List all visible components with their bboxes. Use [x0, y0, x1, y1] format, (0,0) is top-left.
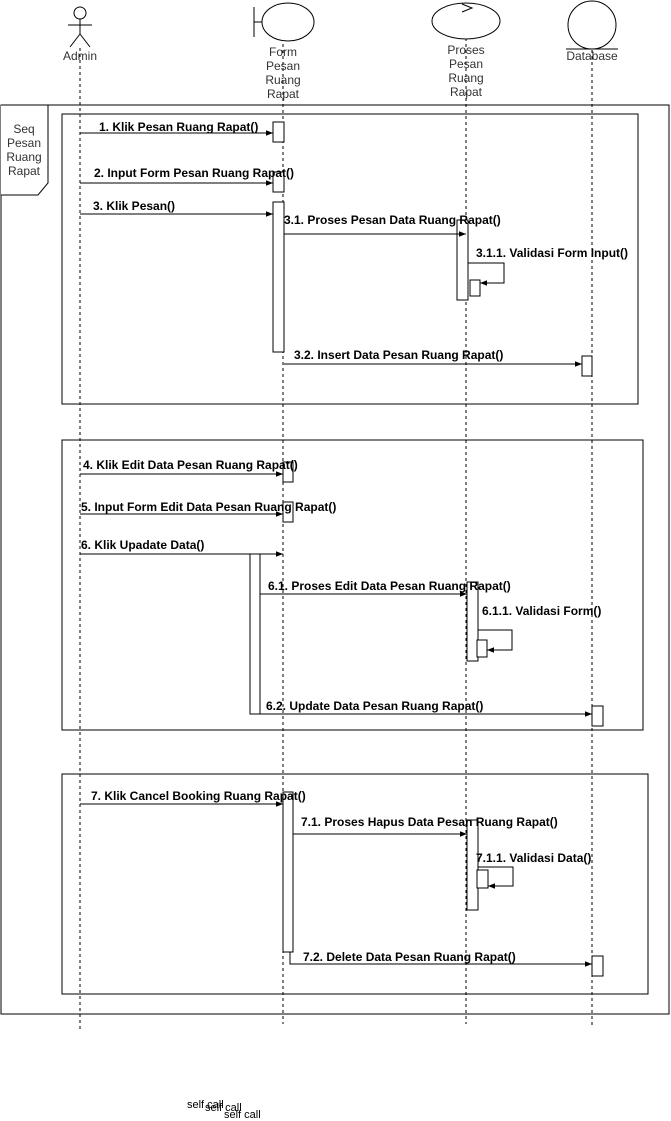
form-label-line-2: Pesan — [266, 59, 300, 73]
self-call-note-1: self call — [187, 1099, 224, 1111]
activation-form-4 — [282, 461, 294, 483]
proses-label-line-3: Ruang — [448, 71, 483, 85]
message-m1: 1. Klik Pesan Ruang Rapat() — [99, 120, 258, 134]
group-box-pesan — [61, 113, 639, 405]
message-m4: 4. Klik Edit Data Pesan Ruang Rapat() — [83, 458, 298, 472]
message-m32: 3.2. Insert Data Pesan Ruang Rapat() — [294, 348, 503, 362]
message-m31: 3.1. Proses Pesan Data Ruang Rapat() — [284, 213, 501, 227]
activation-form-6 — [249, 553, 261, 715]
frame-label-line-2: Pesan — [7, 136, 41, 150]
control-icon — [431, 2, 501, 40]
self-call-note-2: self call — [205, 1102, 242, 1114]
form-label-line-4: Rapat — [267, 87, 300, 101]
activation-proses-2 — [466, 581, 479, 662]
activation-form-7 — [282, 791, 294, 953]
message-m62: 6.2. Update Data Pesan Ruang Rapat() — [266, 699, 483, 713]
group-box-cancel — [61, 773, 649, 995]
arrow-m611 — [478, 629, 513, 653]
activation-proses-3 — [466, 819, 479, 911]
database-label: Database — [566, 49, 618, 63]
frame-label-line-4: Rapat — [8, 164, 41, 178]
activation-form-3 — [272, 201, 285, 353]
activation-form-5 — [282, 501, 294, 523]
activation-database-3 — [591, 955, 604, 977]
activation-proses-1 — [456, 219, 469, 301]
outer-frame: Seq Pesan Ruang Rapat — [0, 104, 670, 1015]
arrow-m311 — [468, 262, 505, 286]
proses-label-line-2: Pesan — [449, 57, 483, 71]
proses-label-line-4: Rapat — [450, 85, 483, 99]
form-label-line-1: Form — [269, 45, 297, 59]
activation-proses-self-1 — [469, 279, 481, 297]
activation-form-1 — [272, 121, 285, 143]
message-m61: 6.1. Proses Edit Data Pesan Ruang Rapat(… — [268, 579, 511, 593]
frame-label-line-1: Seq — [13, 122, 34, 136]
self-call-note-3: self call — [224, 1109, 261, 1121]
message-m711: 7.1.1. Validasi Data() — [476, 851, 591, 865]
message-m611: 6.1.1. Validasi Form() — [482, 604, 601, 618]
arrow-m72 — [289, 952, 592, 967]
message-m6: 6. Klik Upadate Data() — [81, 538, 204, 552]
message-m71: 7.1. Proses Hapus Data Pesan Ruang Rapat… — [301, 815, 558, 829]
message-m5: 5. Input Form Edit Data Pesan Ruang Rapa… — [81, 500, 336, 514]
admin-actor-icon — [68, 6, 92, 48]
activation-proses-self-3 — [476, 869, 489, 889]
group-box-edit — [61, 439, 644, 731]
message-m72: 7.2. Delete Data Pesan Ruang Rapat() — [303, 950, 516, 964]
message-m7: 7. Klik Cancel Booking Ruang Rapat() — [91, 789, 306, 803]
frame-label-line-3: Ruang — [6, 150, 41, 164]
activation-proses-self-2 — [476, 639, 488, 658]
activation-database-2 — [591, 705, 604, 727]
activation-database-1 — [581, 355, 593, 377]
proses-label-line-1: Proses — [447, 43, 484, 57]
admin-label: Admin — [63, 49, 97, 63]
form-label-line-3: Ruang — [265, 73, 300, 87]
message-m311: 3.1.1. Validasi Form Input() — [476, 246, 628, 260]
message-m3: 3. Klik Pesan() — [93, 199, 175, 213]
activation-form-2 — [272, 171, 285, 193]
entity-icon — [566, 0, 618, 50]
boundary-icon — [253, 2, 315, 42]
message-m2: 2. Input Form Pesan Ruang Rapat() — [94, 166, 294, 180]
arrow-m711 — [478, 866, 514, 889]
